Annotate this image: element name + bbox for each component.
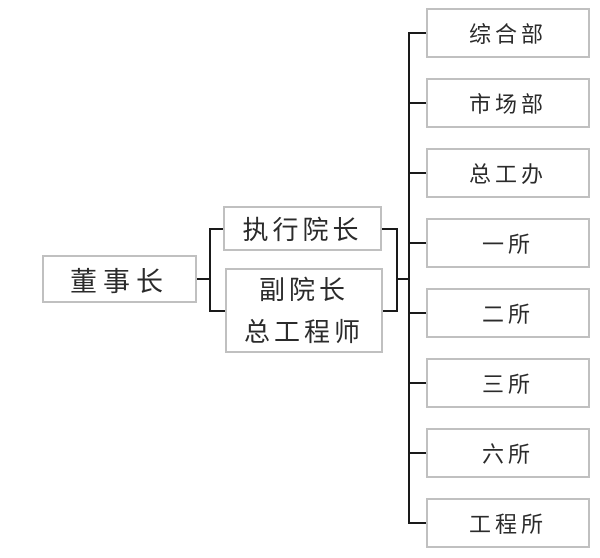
node-executive-dean: 执行院长	[223, 206, 382, 251]
node-dept-institute-2: 二所	[426, 288, 590, 338]
node-vice-dean-chief-engineer: 副院长 总工程师	[225, 268, 383, 353]
node-dept-chief-engineer-office: 总工办	[426, 148, 590, 198]
node-dept-general: 综合部	[426, 8, 590, 58]
node-chairman: 董事长	[42, 255, 197, 303]
node-dept-institute-1: 一所	[426, 218, 590, 268]
node-dept-engineering-institute: 工程所	[426, 498, 590, 548]
vice-dean-label: 副院长	[258, 274, 349, 305]
chief-engineer-label: 总工程师	[243, 316, 364, 347]
node-dept-institute-3: 三所	[426, 358, 590, 408]
node-dept-institute-6: 六所	[426, 428, 590, 478]
node-dept-marketing: 市场部	[426, 78, 590, 128]
